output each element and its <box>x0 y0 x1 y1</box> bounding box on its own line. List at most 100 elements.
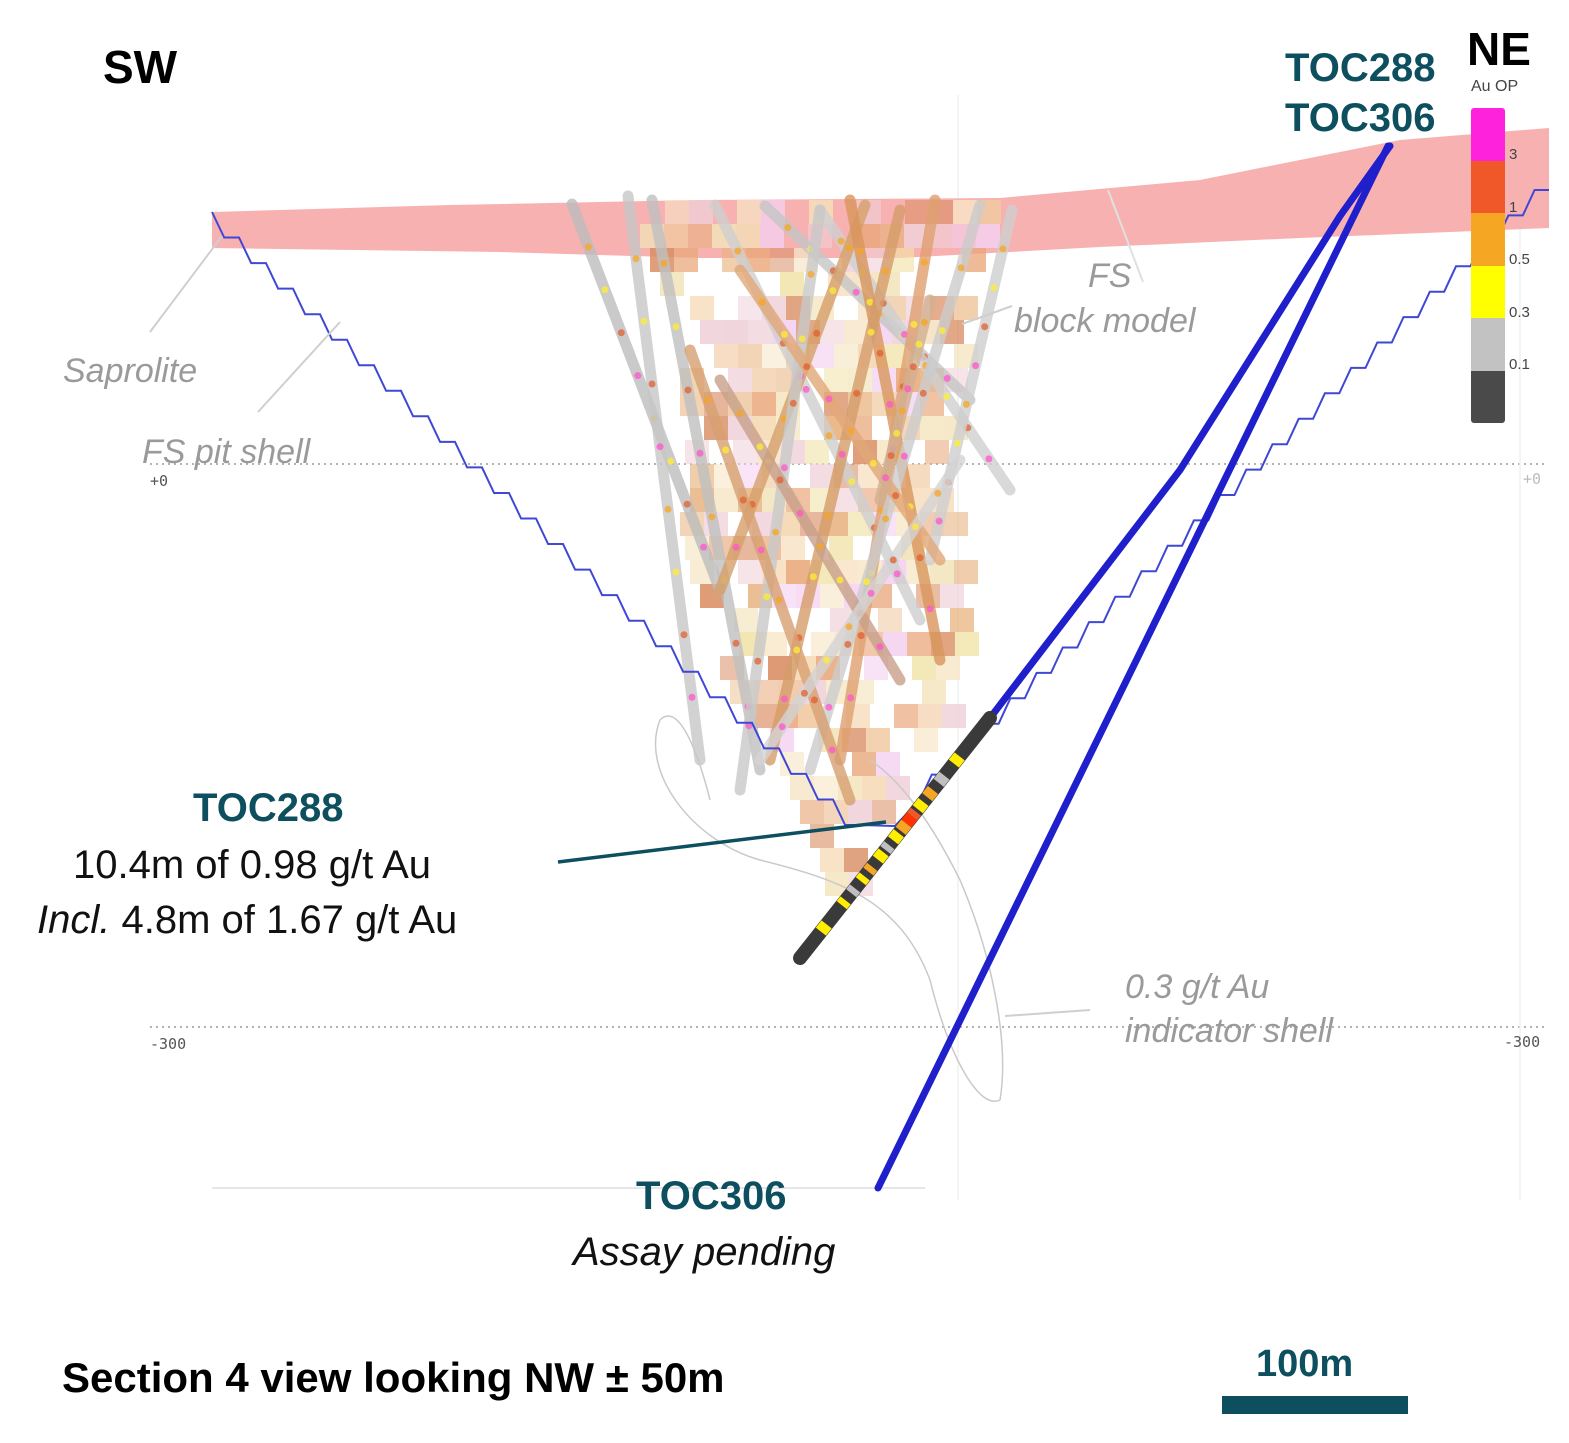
block-model-cell <box>688 224 712 248</box>
historic-drill-hole <box>714 374 906 686</box>
block-model-label-line2: block model <box>1014 302 1196 340</box>
block-model-cell <box>925 440 949 464</box>
historic-assay-tick <box>845 623 853 631</box>
historic-assay-tick <box>656 443 664 451</box>
block-model-cell <box>922 680 946 704</box>
pit-shell-label: FS pit shell <box>142 433 311 471</box>
orientation-sw: SW <box>103 41 178 93</box>
historic-assay-tick <box>920 318 928 326</box>
historic-assay-tick <box>847 427 855 435</box>
historic-assay-tick <box>660 259 668 267</box>
historic-assay-tick <box>688 693 696 701</box>
historic-assay-tick <box>916 554 924 562</box>
historic-assay-tick <box>845 244 853 252</box>
historic-assay-tick <box>700 543 708 551</box>
historic-assay-tick <box>882 267 890 275</box>
block-model-cell <box>920 416 944 440</box>
historic-assay-tick <box>708 513 716 521</box>
historic-drill-hole <box>754 454 966 766</box>
historic-drill-holes <box>566 190 1018 806</box>
historic-assay-tick <box>957 264 965 272</box>
block-model-cell <box>728 368 752 392</box>
historic-drill-hole <box>874 294 936 506</box>
historic-assay-tick <box>863 578 871 586</box>
historic-assay-tick <box>844 640 852 648</box>
block-model-cell <box>866 728 890 752</box>
block-model-cell <box>737 200 761 224</box>
toc288-assay-segment <box>912 797 929 814</box>
toc288-incl-rest: 4.8m of 1.67 g/t Au <box>110 898 458 942</box>
toc288-assay-segment <box>855 872 870 886</box>
toc288-assay-interval <box>793 711 997 965</box>
collar-label-toc306: TOC306 <box>1285 96 1436 140</box>
historic-drill-hole <box>684 344 856 806</box>
block-model-cell <box>790 776 814 800</box>
historic-drill-hole <box>764 204 906 766</box>
block-model-cell <box>724 320 748 344</box>
historic-drill-hole <box>566 198 726 596</box>
block-model-cell <box>954 296 978 320</box>
elevation-zero-left: +0 <box>150 472 169 490</box>
toc306-drill-trace <box>874 142 1392 1192</box>
historic-assay-tick <box>775 596 783 604</box>
historic-assay-tick <box>734 247 742 255</box>
block-model-cell <box>714 344 738 368</box>
toc306-status: Assay pending <box>573 1230 836 1274</box>
historic-assay-tick <box>803 363 811 371</box>
block-model-cell <box>944 512 968 536</box>
historic-assay-tick <box>664 505 672 513</box>
historic-assay-tick <box>816 543 824 551</box>
block-model-cell <box>800 800 824 824</box>
block-model-cell <box>690 296 714 320</box>
historic-assay-tick <box>935 517 943 525</box>
block-model-cell <box>780 752 804 776</box>
historic-assay-tick <box>683 500 691 508</box>
historic-assay-tick <box>739 496 747 504</box>
historic-assay-tick <box>869 459 877 467</box>
section-title: Section 4 view looking NW ± 50m <box>62 1354 725 1401</box>
historic-assay-tick <box>722 446 730 454</box>
block-model-cell <box>950 608 974 632</box>
historic-assay-tick <box>857 632 865 640</box>
historic-assay-tick <box>882 474 890 482</box>
historic-assay-tick <box>886 400 894 408</box>
legend-title: Au OP <box>1471 78 1519 95</box>
historic-assay-tick <box>867 328 875 336</box>
historic-assay-tick <box>852 288 860 296</box>
toc288-assay-segment <box>907 807 921 821</box>
historic-drill-hole <box>924 204 1018 566</box>
historic-assay-tick <box>829 287 837 295</box>
historic-assay-tick <box>617 329 625 337</box>
block-model-cell <box>700 320 724 344</box>
historic-assay-tick <box>825 395 833 403</box>
historic-assay-tick <box>900 330 908 338</box>
block-model-cell <box>780 272 804 296</box>
block-model-cell <box>752 392 776 416</box>
historic-assay-tick <box>904 385 912 393</box>
toc288-assay-segment <box>922 785 939 802</box>
block-model-cell <box>954 560 978 584</box>
historic-assay-tick <box>825 703 833 711</box>
historic-drill-hole <box>734 264 946 566</box>
historic-drill-hole <box>622 190 706 766</box>
historic-assay-tick <box>912 523 920 531</box>
historic-assay-tick <box>778 723 786 731</box>
block-model-cell <box>918 704 942 728</box>
historic-assay-tick <box>813 329 821 337</box>
historic-assay-tick <box>853 389 861 397</box>
legend-swatch <box>1471 160 1505 213</box>
historic-assay-tick <box>672 323 680 331</box>
historic-assay-tick <box>823 656 831 664</box>
legend-swatch <box>1471 213 1505 266</box>
block-model-cell <box>878 608 902 632</box>
saprolite-layer <box>212 128 1549 258</box>
block-model-cell <box>738 560 762 584</box>
historic-assay-tick <box>828 746 836 754</box>
block-model-cell <box>976 224 1000 248</box>
orientation-ne: NE <box>1467 23 1531 75</box>
toc288-result-line1: 10.4m of 0.98 g/t Au <box>73 843 432 887</box>
block-model-label-line1: FS <box>1088 257 1132 295</box>
historic-assay-tick <box>847 694 855 702</box>
block-model-cell <box>905 200 929 224</box>
